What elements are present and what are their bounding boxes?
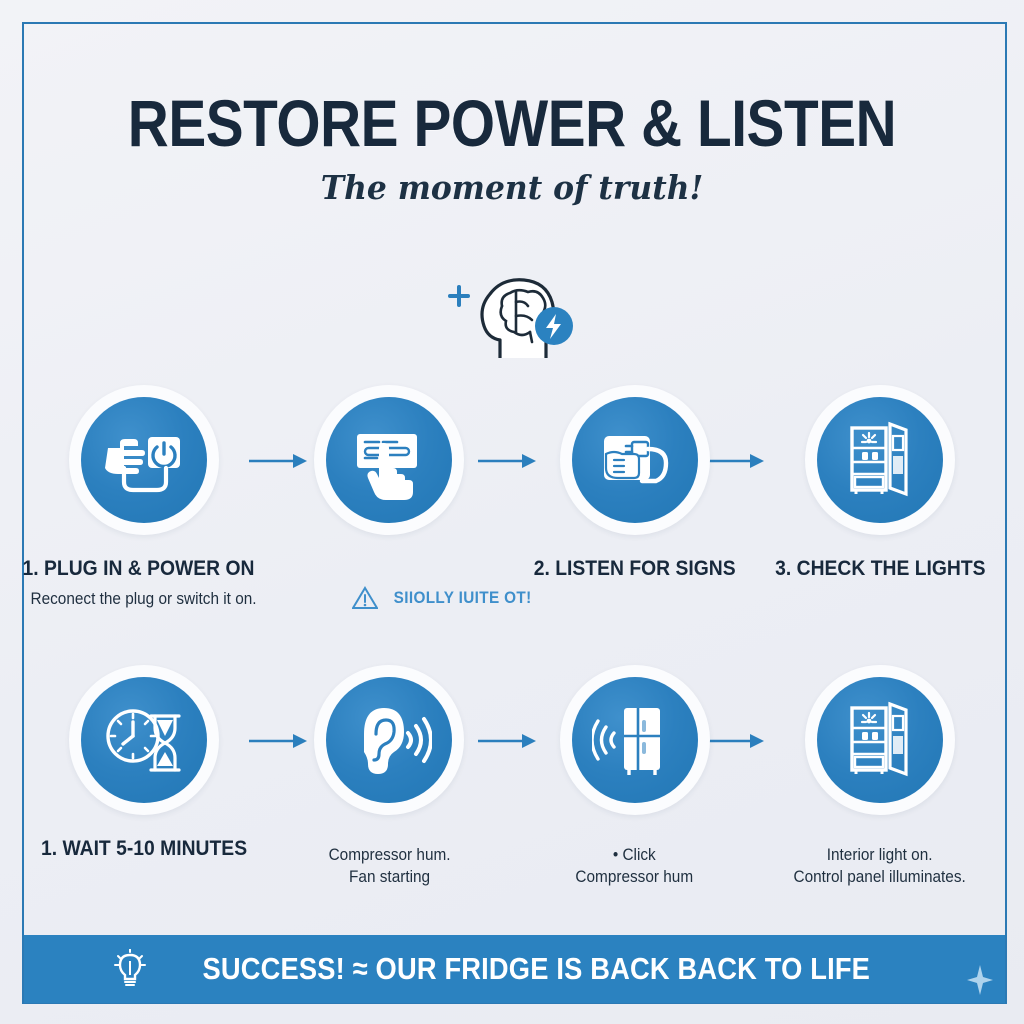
page-title: RESTORE POWER & LISTEN: [127, 86, 897, 160]
step-icon-wrap: [69, 665, 219, 815]
footer-text: SUCCESS! ≈ OUR FRIDGE IS BACK BACK TO LI…: [202, 951, 871, 986]
step-title: 1. WAIT 5-10 MINUTES: [40, 837, 248, 860]
fridge-sound-waves-icon: [591, 708, 660, 775]
ear-listening-icon: [364, 708, 433, 774]
lightbulb-icon: [114, 949, 147, 986]
step-icon-circle: [81, 677, 207, 803]
step-card[interactable]: 3. CHECK THE LIGHTS: [775, 385, 985, 588]
footer-banner: SUCCESS! ≈ OUR FRIDGE IS BACK BACK TO LI…: [24, 935, 1005, 1003]
step-icon-circle: [571, 677, 698, 803]
step-description: Compressor hum. Fan starting: [328, 846, 451, 886]
step-icon-circle: [816, 397, 943, 523]
step-icon-wrap: [804, 385, 955, 535]
step-title: 1. PLUG IN & POWER ON: [22, 557, 255, 580]
steps-row-1: 1. PLUG IN & POWER ON Reconect the plug …: [23, 385, 985, 610]
arrow-right-icon: [249, 734, 307, 748]
header-icon-wrap: [0, 268, 1024, 360]
step-icon-wrap: [559, 665, 710, 815]
step-icon-wrap: [314, 385, 465, 535]
step-card[interactable]: Interior light on. Control panel illumin…: [782, 665, 978, 888]
open-fridge-light-icon: [850, 701, 908, 777]
header: RESTORE POWER & LISTEN The moment of tru…: [0, 86, 1024, 208]
step-icon-wrap: [804, 665, 955, 815]
page-subtitle: The moment of truth!: [320, 168, 704, 207]
step-icon-circle: [81, 397, 207, 523]
head-brain-lightning-icon: [448, 278, 573, 358]
arrow-right-icon: [706, 734, 764, 748]
warning-text: SIIOLLY IUITE OT!: [393, 588, 532, 607]
step-card[interactable]: 1. WAIT 5-10 MINUTES: [41, 665, 247, 868]
step-card[interactable]: Compressor hum. Fan starting: [291, 665, 487, 888]
arrow-right-icon: [249, 454, 307, 468]
hand-plug-outlet-icon: [603, 436, 668, 484]
arrow-right-icon: [478, 734, 536, 748]
step-icon-wrap: [314, 665, 465, 815]
step-title: 3. CHECK THE LIGHTS: [774, 557, 986, 580]
step-icon-circle: [816, 677, 943, 803]
step-description: Interior light on. Control panel illumin…: [793, 846, 967, 886]
step-description: Reconect the plug or switch it on.: [30, 590, 258, 608]
step-card[interactable]: • Click Compressor hum: [537, 665, 733, 888]
hand-pressing-panel-icon: [357, 434, 418, 500]
step-icon-wrap: [559, 385, 710, 535]
sparkle-icon: [967, 965, 993, 995]
step-card[interactable]: [291, 385, 487, 564]
steps-row-2: 1. WAIT 5-10 MINUTES: [41, 665, 978, 888]
step-card[interactable]: 1. PLUG IN & POWER ON Reconect the plug …: [23, 385, 257, 610]
arrow-right-icon: [478, 454, 536, 468]
step-card[interactable]: 2. LISTEN FOR SIGNS: [533, 385, 736, 588]
clock-hourglass-icon: [106, 709, 181, 772]
hand-power-switch-icon: [105, 437, 180, 493]
step-icon-circle: [571, 397, 698, 523]
step-description: • Click Compressor hum: [575, 846, 694, 886]
warning-triangle-icon: [352, 586, 378, 609]
step-icon-circle: [326, 397, 453, 523]
open-fridge-light-icon: [850, 421, 908, 497]
arrow-right-icon: [706, 454, 764, 468]
warning-note: SIIOLLY IUITE OT!: [352, 586, 539, 610]
step-icon-circle: [326, 677, 453, 803]
step-title: 2. LISTEN FOR SIGNS: [533, 557, 736, 580]
step-icon-wrap: [69, 385, 219, 535]
